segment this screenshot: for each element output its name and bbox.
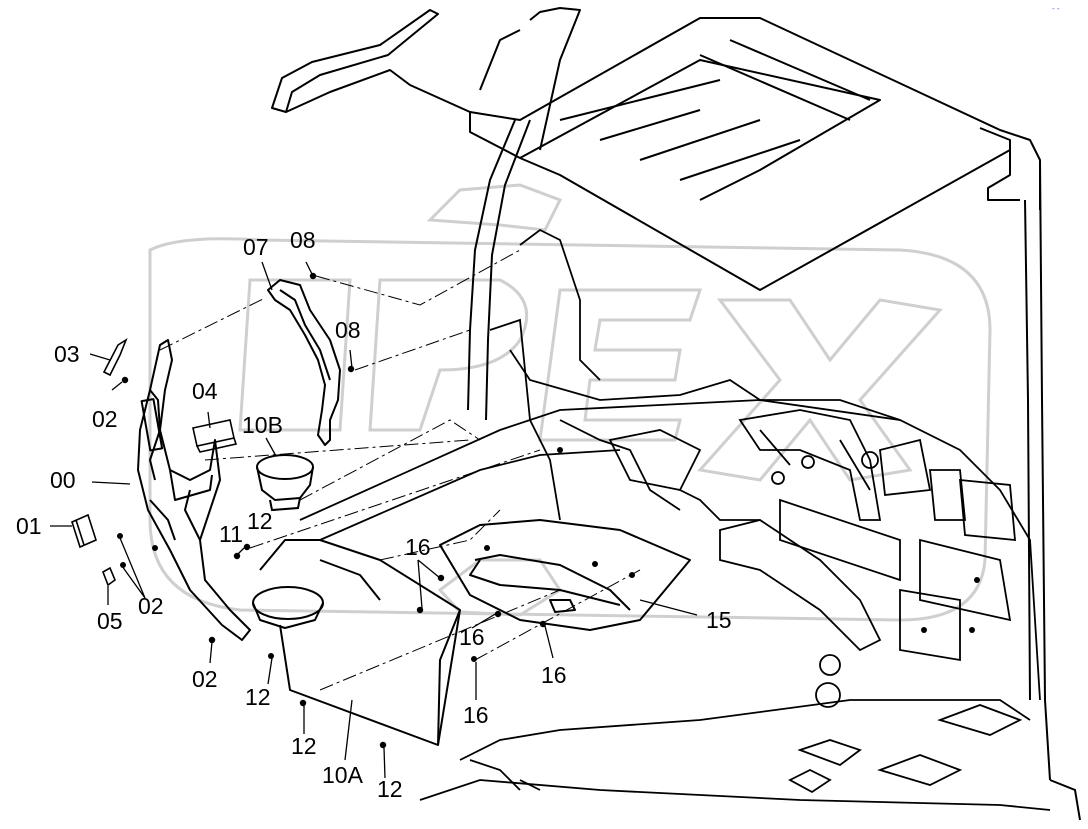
callout-02-lower: 02 (192, 666, 218, 692)
rear-console (489, 228, 1016, 662)
watermark-opex (148, 183, 992, 622)
part-10a-panel (252, 539, 461, 746)
callout-12-bottom: 12 (291, 733, 317, 759)
callout-08-top: 08 (290, 227, 316, 253)
part-07-bracket (267, 279, 341, 446)
part-04-pad (192, 419, 238, 453)
callout-07: 07 (243, 234, 269, 260)
callout-00: 00 (50, 467, 76, 493)
callout-03: 03 (54, 341, 80, 367)
corner-mark: - - (1052, 4, 1060, 13)
part-01-switch (71, 513, 97, 549)
callout-12-left: 12 (245, 684, 271, 710)
callout-12-upper: 12 (247, 508, 273, 534)
left-console-panel (137, 339, 251, 641)
cab-pillars (467, 119, 1081, 821)
callout-01: 01 (16, 513, 42, 539)
callout-04: 04 (192, 378, 218, 404)
part-05-nut (102, 566, 116, 587)
callout-05: 05 (97, 608, 123, 634)
callout-02-upper: 02 (92, 406, 118, 432)
callout-08-right: 08 (335, 317, 361, 343)
part-15-floor-cover (439, 519, 691, 631)
callout-02-middle: 02 (138, 593, 164, 619)
callout-12-right: 12 (377, 776, 403, 802)
part-10b-cupholder (256, 454, 314, 512)
callout-16-right: 16 (541, 662, 567, 688)
callout-16-middle: 16 (459, 624, 485, 650)
floor-plate (299, 399, 1051, 811)
callout-15: 15 (706, 607, 732, 633)
callout-16-lower: 16 (463, 702, 489, 728)
callout-11: 11 (219, 521, 243, 547)
callout-10a: 10A (322, 762, 363, 788)
callout-10b: 10B (242, 412, 283, 438)
cab-roof (271, 7, 1041, 291)
part-03-clip (102, 338, 128, 377)
leader-lines (50, 261, 698, 779)
callout-16-upper: 16 (405, 534, 431, 560)
reference-lines (159, 249, 641, 691)
